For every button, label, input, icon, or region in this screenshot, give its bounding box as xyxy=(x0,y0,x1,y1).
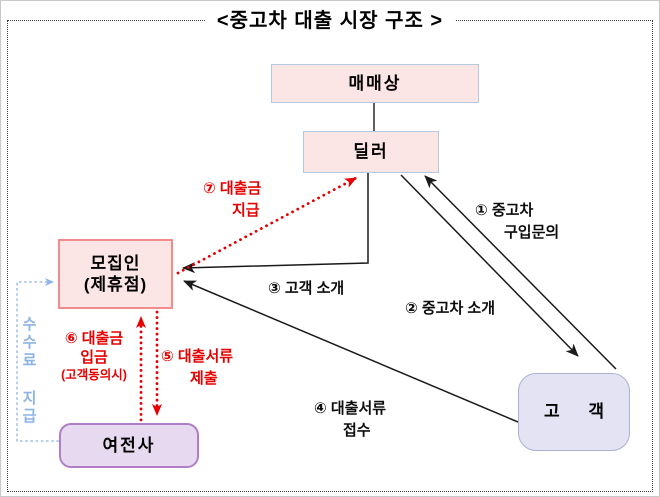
flow-label-5-line2: 제출 xyxy=(190,370,218,387)
flow-label-6: ⑥ 대출금 입금 (고객동의시) xyxy=(50,329,138,383)
flow-label-5: ⑤ 대출서류 제출 xyxy=(161,346,233,390)
flow-label-1: ① 중고차 구입문의 xyxy=(475,200,559,244)
flow-label-7: ⑦ 대출금 지급 xyxy=(203,178,261,222)
node-mojipin-label-line1: 모집인 xyxy=(90,253,141,273)
node-mojipin: 모집인 (제휴점) xyxy=(58,239,173,309)
node-yeojeonsa-label: 여전사 xyxy=(102,435,156,455)
node-maemaesang-label: 매매상 xyxy=(348,73,402,93)
flow-label-3: ③ 고객 소개 xyxy=(268,278,344,300)
flow-label-2-line1: ② 중고차 소개 xyxy=(405,300,496,317)
node-maemaesang: 매매상 xyxy=(271,64,479,103)
diagram-title: <중고차 대출 시장 구조 > xyxy=(204,4,456,33)
node-customer-label: 고 객 xyxy=(543,402,616,422)
flow-label-1-line2: 구입문의 xyxy=(504,224,560,241)
flow-label-1-line1: ① 중고차 xyxy=(475,202,534,219)
node-dealer-label: 딜러 xyxy=(353,142,389,162)
node-mojipin-label-line2: (제휴점) xyxy=(83,275,148,294)
flow-label-6-line1: ⑥ 대출금 xyxy=(64,330,124,347)
flow-label-6-line3: (고객동의시) xyxy=(61,368,127,382)
flow-label-7-line1: ⑦ 대출금 xyxy=(203,180,262,197)
node-dealer: 딜러 xyxy=(303,131,439,173)
flow-label-2: ② 중고차 소개 xyxy=(405,298,495,320)
flow-label-4-line1: ④ 대출서류 xyxy=(314,400,387,417)
node-yeojeonsa: 여전사 xyxy=(59,423,199,468)
fee-payment-label: 수수료 지급 xyxy=(20,316,37,426)
flow-label-3-line1: ③ 고객 소개 xyxy=(268,280,345,297)
flow-label-6-line2: 입금 xyxy=(80,349,108,366)
flow-label-7-line2: 지급 xyxy=(232,202,260,219)
node-customer: 고 객 xyxy=(518,373,630,451)
flow-label-5-line1: ⑤ 대출서류 xyxy=(161,348,234,365)
flow-label-4-line2: 접수 xyxy=(343,422,371,439)
flow-label-4: ④ 대출서류 접수 xyxy=(314,398,386,442)
